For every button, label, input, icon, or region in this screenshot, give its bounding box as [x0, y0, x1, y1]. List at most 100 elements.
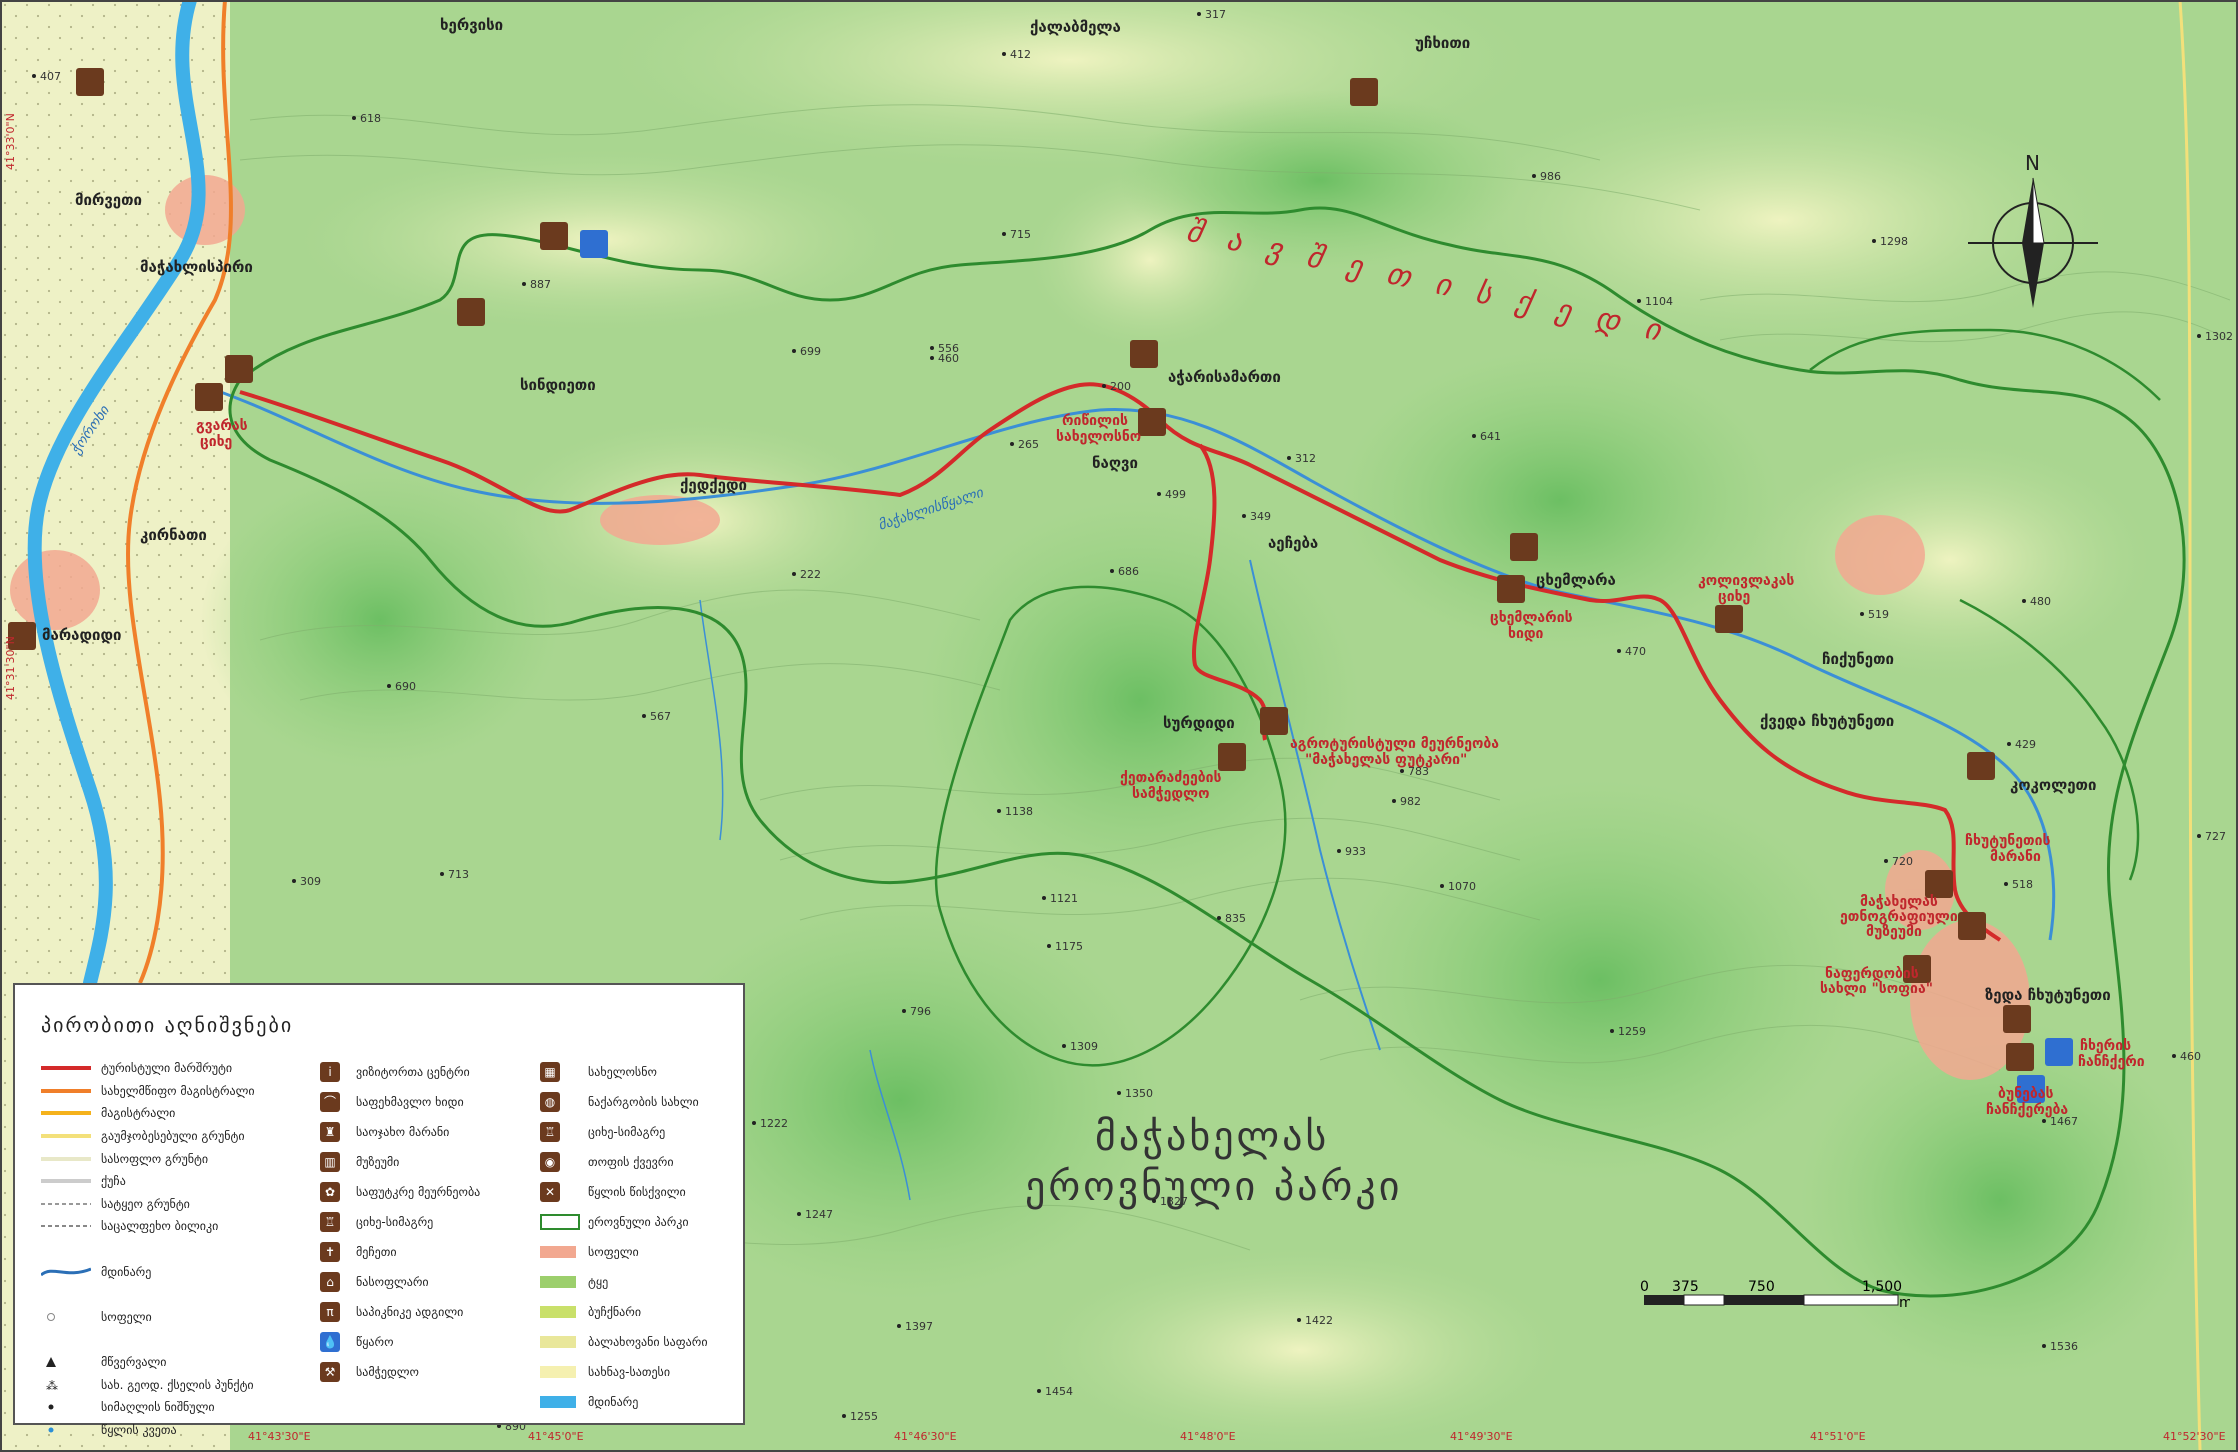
elevation-label: 1467	[2050, 1115, 2078, 1128]
legend-item-label: საცალფეხო ბილიკი	[101, 1219, 219, 1234]
elevation-dot	[2197, 334, 2201, 338]
village-label: კირნათი	[140, 526, 207, 544]
terrain-shading	[200, 0, 2200, 1450]
elevation-dot	[1002, 52, 1006, 56]
legend-swatch	[540, 1276, 576, 1288]
legend-item-label: სოფელი	[101, 1309, 152, 1324]
legend-symbol	[41, 1177, 101, 1185]
museum-icon[interactable]	[1958, 912, 1986, 940]
winery-icon[interactable]	[2003, 1005, 2031, 1033]
workshop-icon[interactable]	[225, 355, 253, 383]
elevation-label: 349	[1250, 510, 1271, 523]
legend-symbol: ⁂	[41, 1380, 101, 1390]
legend-symbol	[41, 1312, 101, 1322]
park-boundary-inner	[934, 585, 1287, 1067]
scale-bar: 0 375 750 1,500 m	[1640, 1279, 1913, 1329]
fortress-icon[interactable]	[1715, 605, 1743, 633]
tourist-route-branch	[1192, 443, 1268, 741]
legend-item: ◉თოფის ქვევრი	[540, 1147, 740, 1177]
legend-poi-icon: π	[320, 1302, 340, 1322]
legend-item: ▥მუზეუმი	[320, 1147, 530, 1177]
legend-item: მაგისტრალი	[41, 1102, 331, 1125]
legend-item-label: სახ. გეოდ. ქსელის პუნქტი	[101, 1377, 254, 1392]
elevation-label: 1350	[1125, 1087, 1153, 1100]
village-label: ქვედა ჩხუტუნეთი	[1760, 712, 1894, 730]
village-areas	[10, 175, 2030, 1080]
elevation-label: 887	[530, 278, 551, 291]
legend-column-areas: ▦სახელოსნო◍ნაქარგობის სახლი♖ციხე-სიმაგრე…	[540, 1057, 740, 1417]
waterfall-icon[interactable]	[2017, 1075, 2045, 1103]
legend-item: საცალფეხო ბილიკი	[41, 1215, 331, 1238]
fortress-icon[interactable]	[195, 383, 223, 411]
mosque-icon[interactable]	[1350, 78, 1378, 106]
legend-item: ტურისტული მარშრუტი	[41, 1057, 331, 1080]
spring-icon[interactable]	[580, 230, 608, 258]
legend-poi-icon: ▥	[320, 1152, 340, 1172]
poi-label-farm: აგროტურისტული მეურნეობა"მაჭახელას ფუტკარ…	[1290, 736, 1499, 768]
info-icon[interactable]	[1130, 340, 1158, 368]
elevation-label: 317	[1205, 8, 1226, 21]
workshop-icon[interactable]	[1138, 408, 1166, 436]
legend-item: ✝მეჩეთი	[320, 1237, 530, 1267]
elevation-label: 1309	[1070, 1040, 1098, 1053]
svg-text:⁂: ⁂	[46, 1380, 58, 1390]
castle-icon[interactable]	[8, 622, 36, 650]
castle-icon[interactable]	[76, 68, 104, 96]
mill-icon[interactable]	[1510, 533, 1538, 561]
elevation-label: 1247	[805, 1208, 833, 1221]
elevation-dot	[1872, 239, 1876, 243]
legend-item-label: წყლის კვეთა	[101, 1422, 177, 1437]
legend-item: მწვერვალი	[41, 1351, 331, 1374]
house-icon[interactable]	[457, 298, 485, 326]
tourist-route	[239, 382, 2002, 942]
winery-icon[interactable]	[1925, 870, 1953, 898]
elevation-dot	[1637, 299, 1641, 303]
legend-symbol	[41, 1155, 101, 1163]
embroidery-icon[interactable]	[1903, 955, 1931, 983]
village-label: ზედა ჩხუტუნეთი	[1985, 986, 2111, 1004]
elevation-label: 265	[1018, 438, 1039, 451]
elevation-label: 796	[910, 1005, 931, 1018]
contour-lines	[239, 104, 2231, 1251]
legend-item-label: სიმაღლის ნიშნული	[101, 1400, 215, 1415]
waterfall-icon[interactable]	[2045, 1038, 2073, 1066]
anvil-icon[interactable]	[1218, 743, 1246, 771]
elevation-dot	[792, 349, 796, 353]
legend-swatch	[540, 1396, 576, 1408]
elevation-dot	[2004, 882, 2008, 886]
village-label: ნაღვი	[1092, 454, 1138, 472]
elevation-label: 835	[1225, 912, 1246, 925]
elevation-label: 1121	[1050, 892, 1078, 905]
legend-symbol	[41, 1132, 101, 1140]
elevation-dot	[930, 356, 934, 360]
legend-item: გაუმჯობესებული გრუნტი	[41, 1125, 331, 1148]
legend-item: ♖ციხე-სიმაგრე	[540, 1117, 740, 1147]
legend-item-label: ნაქარგობის სახლი	[588, 1095, 699, 1109]
legend-poi-icon: ♖	[320, 1212, 340, 1232]
picnic-icon[interactable]	[540, 222, 568, 250]
elevation-dot	[1884, 859, 1888, 863]
legend-item-label: ციხე-სიმაგრე	[356, 1215, 434, 1229]
elevation-dot	[1102, 384, 1106, 388]
legend-poi-icon: ✕	[540, 1182, 560, 1202]
legend-item-label: სახელმწიფო მაგისტრალი	[101, 1083, 255, 1098]
elevation-dot	[1037, 1389, 1041, 1393]
elevation-label: 783	[1408, 765, 1429, 778]
bridge-icon[interactable]	[2006, 1043, 2034, 1071]
stream-3	[869, 1049, 911, 1201]
elevation-dot	[1042, 896, 1046, 900]
legend-item	[41, 1328, 331, 1351]
bridge-icon[interactable]	[1967, 752, 1995, 780]
legend-poi-icon: ◉	[540, 1152, 560, 1172]
village-label: მირვეთი	[75, 191, 142, 209]
beehive-icon[interactable]	[1260, 707, 1288, 735]
bridge-icon[interactable]	[1497, 575, 1525, 603]
